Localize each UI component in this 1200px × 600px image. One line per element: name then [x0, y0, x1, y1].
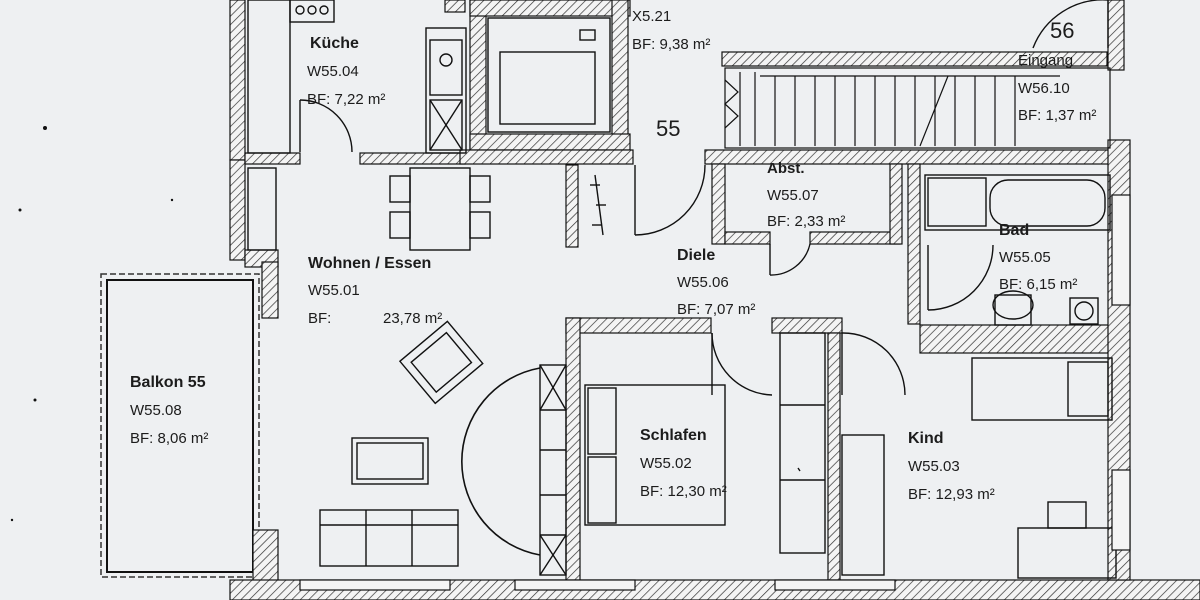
door-swings	[299, 0, 1109, 396]
staircase	[724, 67, 1111, 149]
balcony-area: BF: 8,06 m²	[130, 430, 209, 447]
bath-fixtures	[924, 174, 1111, 326]
apartment-number: 55	[656, 116, 681, 141]
shaft-area: BF: 9,38 m²	[632, 36, 711, 53]
storage-code: W55.07	[767, 187, 819, 204]
elevator-shaft	[487, 17, 611, 133]
entrance-name: Eingang	[1018, 52, 1074, 69]
bath-code: W55.05	[999, 249, 1051, 266]
paper-specks	[10, 126, 174, 522]
bedroom-code: W55.02	[640, 455, 692, 472]
bedroom-name: Schlafen	[640, 427, 707, 444]
neighbor-apartment-number: 56	[1050, 18, 1075, 43]
windows	[299, 194, 1131, 591]
living-furniture	[247, 167, 606, 567]
kid-room-code: W55.03	[908, 458, 960, 475]
walls	[229, 0, 1200, 600]
kitchen-area: BF: 7,22 m²	[307, 91, 386, 108]
living-code: W55.01	[308, 282, 360, 299]
entrance-area: BF: 1,37 m²	[1018, 107, 1097, 124]
hall-code: W55.06	[677, 274, 729, 291]
kitchen-fixtures	[247, 0, 467, 154]
bath-area: BF: 6,15 m²	[999, 276, 1078, 293]
bath-name: Bad	[999, 222, 1030, 239]
living-area-value: 23,78 m²	[383, 310, 443, 327]
storage-area: BF: 2,33 m²	[767, 213, 846, 230]
kitchen-code: W55.04	[307, 63, 359, 80]
balcony-name: Balkon 55	[130, 374, 206, 391]
entrance-code: W56.10	[1018, 80, 1070, 97]
kid-room-area: BF: 12,93 m²	[908, 486, 995, 503]
storage-name: Abst.	[767, 160, 805, 177]
kid-room-name: Kind	[908, 430, 944, 447]
balcony	[100, 273, 260, 578]
bedroom-area: BF: 12,30 m²	[640, 483, 727, 500]
bedroom-furniture	[461, 332, 826, 576]
shaft-code: X5.21	[632, 8, 672, 25]
hall-name: Diele	[677, 247, 716, 264]
balcony-code: W55.08	[130, 402, 182, 419]
kid-room-furniture	[841, 357, 1117, 579]
hall-area: BF: 7,07 m²	[677, 301, 756, 318]
living-area-prefix: BF:	[308, 310, 332, 327]
kitchen-name: Küche	[310, 35, 359, 52]
living-name: Wohnen / Essen	[308, 255, 432, 272]
